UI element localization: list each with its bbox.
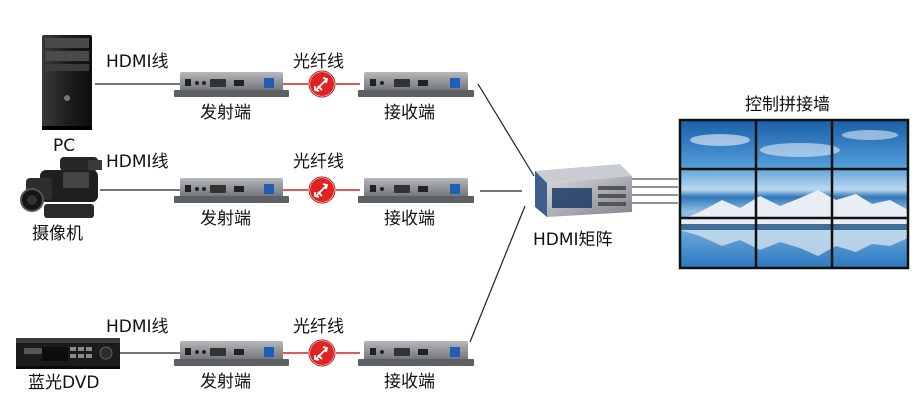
receiver-label-row-2: 接收端	[384, 209, 435, 229]
receiver-row-1	[358, 72, 474, 97]
hdmi-cable-label-row-2: HDMI线	[106, 152, 169, 172]
camcorder-icon	[20, 157, 102, 218]
fiber-connector-icon-row-3	[308, 339, 336, 367]
receiver-label-row-1: 接收端	[384, 103, 435, 123]
video-wall	[678, 118, 910, 270]
mountain-range	[680, 190, 908, 224]
matrix-links	[469, 83, 535, 343]
matrix-label: HDMI矩阵	[533, 230, 613, 250]
fiber-label-row-2: 光纤线	[293, 152, 344, 172]
fiber-label-row-3: 光纤线	[293, 317, 344, 337]
transmitter-row-3	[174, 341, 289, 366]
source-label-dvd: 蓝光DVD	[28, 373, 100, 393]
link-row-1-to-matrix	[477, 83, 535, 177]
hdmi-cable-label-row-1: HDMI线	[106, 52, 169, 72]
receiver-row-2	[358, 178, 474, 203]
hdmi-cable-label-row-3: HDMI线	[106, 317, 169, 337]
transmitter-row-2	[174, 178, 289, 203]
receiver-row-3	[358, 341, 474, 366]
fiber-connector-icon-row-1	[308, 70, 336, 98]
pc-tower-icon	[42, 35, 92, 130]
hdmi-cables	[95, 83, 180, 354]
transmitter-label-row-2: 发射端	[200, 209, 251, 229]
source-label-camcorder: 摄像机	[32, 224, 83, 244]
receiver-label-row-3: 接收端	[384, 372, 435, 392]
link-row-3-to-matrix	[469, 205, 526, 343]
dvd-player-icon	[16, 338, 120, 369]
transmitter-label-row-3: 发射端	[200, 372, 251, 392]
hdmi-matrix-icon	[535, 164, 632, 217]
wall-links	[632, 178, 678, 204]
fiber-connector-icon-row-2	[308, 176, 336, 204]
fiber-cables	[283, 83, 360, 354]
videowall-label: 控制拼接墙	[745, 95, 830, 115]
fiber-label-row-1: 光纤线	[293, 52, 344, 72]
transmitter-row-1	[174, 72, 289, 97]
transmitter-label-row-1: 发射端	[200, 103, 251, 123]
source-label-pc: PC	[53, 136, 76, 156]
